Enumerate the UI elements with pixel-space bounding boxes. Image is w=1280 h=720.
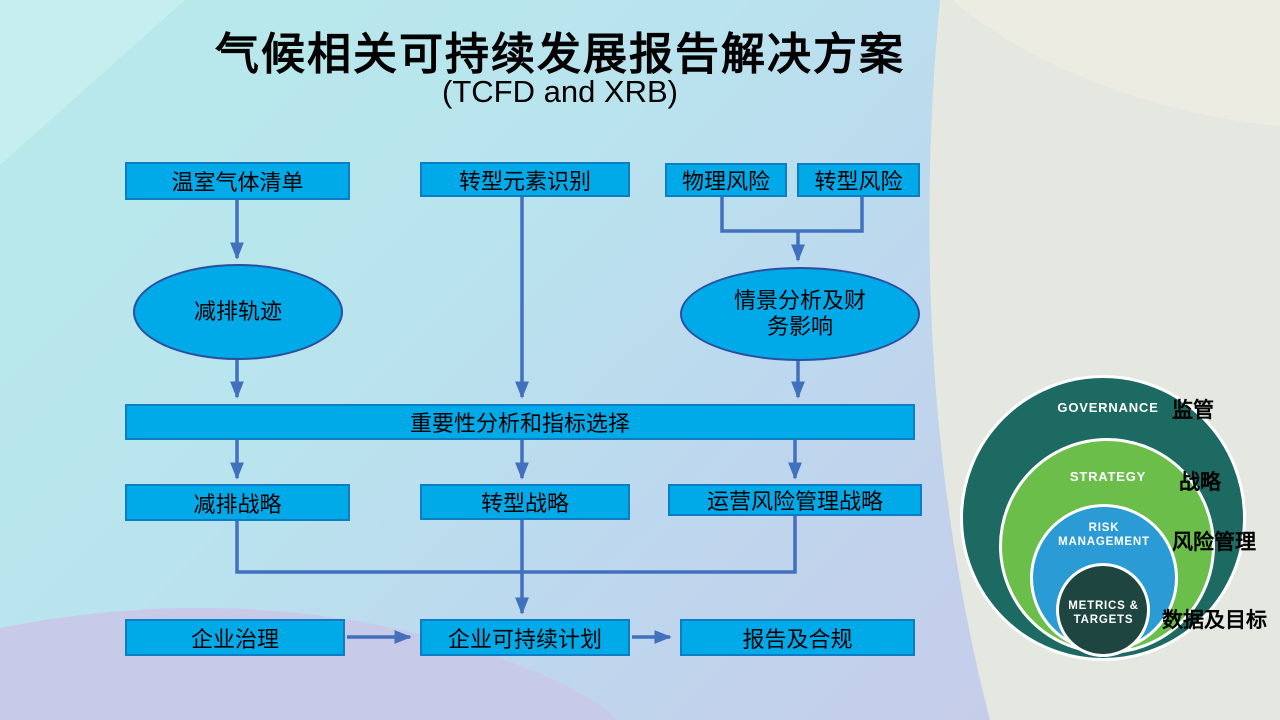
node-reduction-strategy: 减排战略	[125, 484, 350, 521]
ring-zh-label-strategy: 战略	[1179, 471, 1221, 494]
ring-zh-label-governance: 监管	[1172, 399, 1214, 422]
ring-label-metrics-targets: METRICS & TARGETS	[1068, 600, 1139, 627]
ring-metrics-targets	[1056, 563, 1150, 657]
node-ghg-inventory: 温室气体清单	[125, 162, 350, 200]
node-transition-strategy: 转型战略	[420, 484, 630, 520]
bg-right-beige-shape	[952, 0, 1280, 126]
ring-zh-label-risk-management: 风险管理	[1172, 531, 1256, 554]
node-transition-elements: 转型元素识别	[420, 162, 630, 197]
node-transition-risk: 转型风险	[797, 163, 920, 197]
node-sustainability-plan: 企业可持续计划	[420, 619, 630, 656]
node-scenario-analysis: 情景分析及财务影响	[680, 267, 920, 361]
bg-topleft-facet	[0, 0, 185, 165]
page-title: 气候相关可持续发展报告解决方案	[215, 30, 905, 79]
node-physical-risk: 物理风险	[665, 163, 787, 197]
node-corporate-governance: 企业治理	[125, 619, 345, 656]
node-reduction-trajectory: 减排轨迹	[133, 264, 343, 360]
ring-label-governance: GOVERNANCE	[1057, 400, 1159, 415]
ring-label-strategy: STRATEGY	[1069, 469, 1147, 484]
connector-strategies-merge	[235, 516, 797, 574]
ring-label-risk-management: RISK MANAGEMENT	[1058, 522, 1150, 549]
node-ops-risk-strategy: 运营风险管理战略	[668, 484, 922, 516]
connector-risks-merge	[720, 197, 864, 233]
page-subtitle: (TCFD and XRB)	[442, 74, 678, 109]
node-reporting-compliance: 报告及合规	[680, 619, 915, 656]
ring-zh-label-metrics-targets: 数据及目标	[1162, 609, 1267, 632]
node-materiality-bar: 重要性分析和指标选择	[125, 404, 915, 440]
scenario-analysis-label: 情景分析及财务影响	[733, 287, 866, 339]
